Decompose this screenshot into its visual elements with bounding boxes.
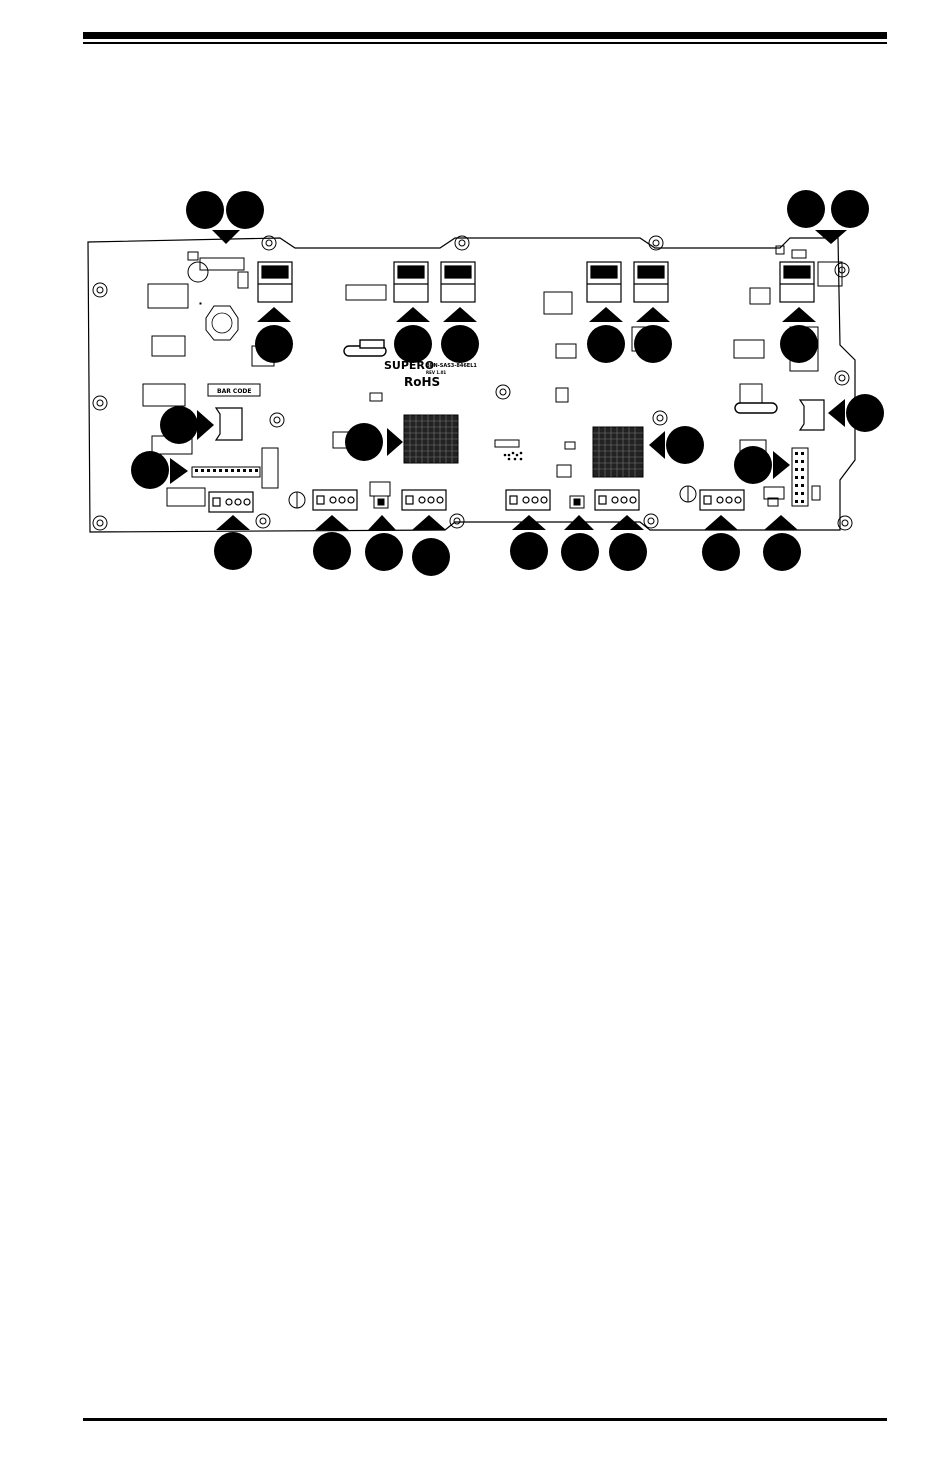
callout-marker [634, 325, 672, 363]
callout-marker [186, 191, 224, 229]
power-connector [700, 490, 744, 510]
callout-marker [441, 325, 479, 363]
callout-arrow [315, 515, 349, 530]
callout-arrow [649, 431, 665, 459]
expander-chip-left [404, 415, 458, 463]
callout-arrow [387, 428, 403, 456]
callout-marker [226, 191, 264, 229]
callout-marker [609, 533, 647, 571]
sideband-connector [216, 408, 242, 440]
callout-marker [160, 406, 198, 444]
minisas-connector [441, 262, 475, 302]
callout-marker [587, 325, 625, 363]
callout-arrow [257, 307, 291, 322]
mounting-hole [93, 396, 107, 410]
callout-marker [734, 446, 772, 484]
bar-code-label: BAR CODE [217, 388, 252, 395]
minisas-connector [587, 262, 621, 302]
callout-arrow [368, 515, 396, 530]
power-connector [595, 490, 639, 510]
callout-arrow [216, 515, 250, 530]
components [143, 284, 818, 506]
callout-marker [214, 532, 252, 570]
callout-arrow [828, 399, 845, 427]
callout-arrow [396, 307, 430, 322]
footer-rule [83, 1418, 887, 1421]
dotted-marking [504, 452, 523, 461]
callout-marker [780, 325, 818, 363]
callout-marker [131, 451, 169, 489]
power-connector [313, 490, 357, 510]
callout-marker [787, 190, 825, 228]
mounting-hole [270, 413, 284, 427]
callout-marker [561, 533, 599, 571]
minisas-connectors [258, 262, 814, 302]
callout-arrow [764, 515, 798, 530]
callout-marker [702, 533, 740, 571]
long-header-horizontal [192, 467, 260, 477]
callout-marker [763, 533, 801, 571]
callout-arrow [782, 307, 816, 322]
callout-arrow [589, 307, 623, 322]
long-header-vertical [792, 448, 808, 506]
buzzer [188, 262, 208, 282]
minisas-connector [780, 262, 814, 302]
minisas-connector [394, 262, 428, 302]
power-connector [209, 492, 253, 512]
callout-arrow [412, 515, 446, 530]
callout-marker [412, 538, 450, 576]
mounting-hole [256, 514, 270, 528]
callout-arrow [636, 307, 670, 322]
expander-chip-right [593, 427, 643, 477]
callout-marker [345, 423, 383, 461]
model-label: BPN-SAS3-846EL1 [426, 363, 477, 369]
callout-arrow [212, 230, 240, 244]
mounting-hole [835, 371, 849, 385]
callout-arrow [443, 307, 477, 322]
callout-arrow [815, 230, 847, 244]
mounting-hole [644, 514, 658, 528]
battery-holder [206, 306, 238, 340]
mounting-hole [450, 514, 464, 528]
callout-marker [666, 426, 704, 464]
minisas-connector [634, 262, 668, 302]
power-connector [402, 490, 446, 510]
callout-marker [394, 325, 432, 363]
callout-marker [255, 325, 293, 363]
callout-marker [365, 533, 403, 571]
callout-marker [313, 532, 351, 570]
mounting-hole [93, 516, 107, 530]
minisas-connector [258, 262, 292, 302]
callout-marker [846, 394, 884, 432]
mounting-hole [496, 385, 510, 399]
callout-marker [510, 532, 548, 570]
callout-marker [831, 190, 869, 228]
rohs-label: RoHS [404, 375, 440, 389]
power-connector [506, 490, 550, 510]
mounting-hole [93, 283, 107, 297]
aux-connector [800, 400, 824, 430]
callout-arrow [170, 458, 188, 484]
callout-arrow [773, 451, 790, 479]
mounting-holes [93, 236, 852, 530]
callout-arrow [197, 410, 214, 440]
callout-arrow [704, 515, 738, 530]
mounting-hole [653, 411, 667, 425]
